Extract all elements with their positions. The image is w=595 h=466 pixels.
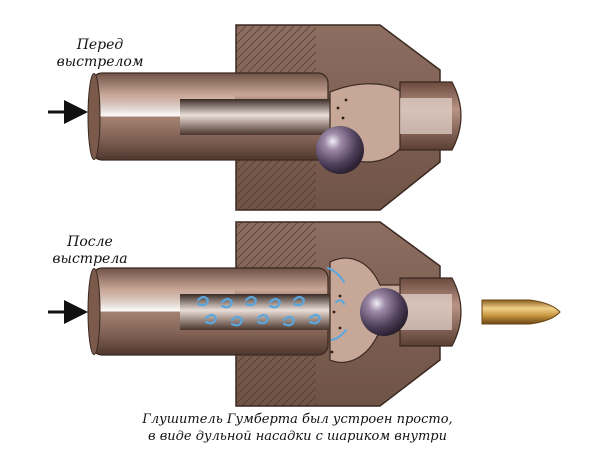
thread-bottom <box>236 160 316 210</box>
before-label-line2: выстрелом <box>56 54 144 70</box>
before-shot-label: Перед выстрелом <box>40 37 160 71</box>
gas-flow <box>196 295 322 327</box>
thread-top <box>236 25 316 73</box>
barrel-end <box>87 268 101 355</box>
caption-line1: Глушитель Гумберта был устроен просто, <box>142 412 453 427</box>
figure-caption: Глушитель Гумберта был устроен просто, в… <box>0 411 595 445</box>
before-shot-panel <box>48 24 462 211</box>
thread-bottom <box>236 356 316 406</box>
after-shot-label: После выстрела <box>40 234 140 268</box>
after-shot-panel <box>48 221 561 407</box>
thread-top <box>236 222 316 270</box>
steel-ball <box>316 126 364 174</box>
after-label-line1: После <box>67 234 113 250</box>
steel-ball <box>360 288 408 336</box>
after-label-line2: выстрела <box>52 251 128 267</box>
barrel-end <box>87 73 101 160</box>
caption-line2: в виде дульной насадки с шариком внутри <box>148 429 447 444</box>
before-label-line1: Перед <box>76 37 124 53</box>
barrel-bore <box>180 99 330 135</box>
bullet <box>481 299 561 325</box>
